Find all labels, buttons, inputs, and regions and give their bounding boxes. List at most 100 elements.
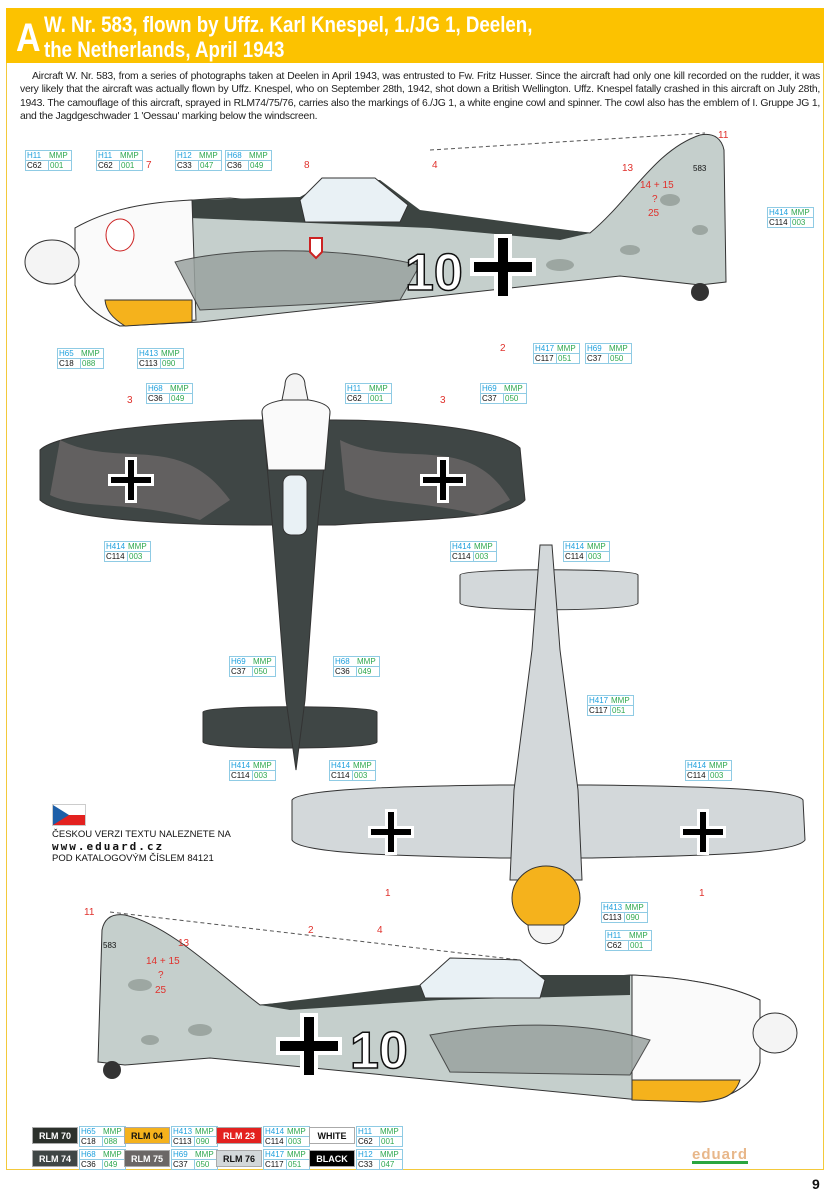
mmp-code: 003 <box>791 217 813 227</box>
eduard-url-link[interactable]: www.eduard.cz <box>52 840 165 853</box>
tail-number: 583 <box>693 164 707 173</box>
hataka-code: H417 <box>265 1150 285 1159</box>
stencil-ref-number: 2 <box>500 343 506 354</box>
callout-row-hataka: H69 MMP <box>481 384 526 393</box>
mmp-code: 088 <box>103 1136 125 1146</box>
stencil-ref-number: 14 + 15 <box>146 956 180 967</box>
mmp-code: 003 <box>353 770 375 780</box>
side-view-left: 10 583 <box>24 132 727 327</box>
czech-flag-icon <box>52 804 86 826</box>
profile-header: A W. Nr. 583, flown by Uffz. Karl Knespe… <box>6 8 824 63</box>
mmp-label: MMP <box>380 1150 399 1159</box>
gunze-code: C114 <box>264 1136 287 1146</box>
mmp-label: MMP <box>195 1150 214 1159</box>
mmp-label: MMP <box>287 1150 306 1159</box>
mmp-label: MMP <box>504 384 523 393</box>
hataka-code: H11 <box>607 931 622 940</box>
mmp-code: 001 <box>369 393 391 403</box>
mmp-code: 047 <box>199 160 221 170</box>
mmp-label: MMP <box>128 542 147 551</box>
mmp-code: 049 <box>170 393 192 403</box>
gunze-code: C114 <box>230 770 253 780</box>
hataka-code: H65 <box>59 349 74 358</box>
hataka-code: H413 <box>603 903 623 912</box>
hataka-code: H414 <box>565 542 585 551</box>
mmp-code: 003 <box>709 770 731 780</box>
gunze-code: C113 <box>172 1136 195 1146</box>
side-view-right: 10 583 <box>97 911 798 1103</box>
hataka-code: H414 <box>687 761 707 770</box>
mmp-label: MMP <box>380 1127 399 1136</box>
mmp-code: 003 <box>253 770 275 780</box>
gunze-code: C36 <box>147 393 170 403</box>
gunze-code: C117 <box>588 705 611 715</box>
stencil-ref-number: 8 <box>304 160 310 171</box>
mmp-code: 001 <box>380 1136 402 1146</box>
mmp-label: MMP <box>287 1127 306 1136</box>
stencil-ref-number: 13 <box>622 163 634 174</box>
hataka-code: H11 <box>98 151 113 160</box>
gunze-code: C114 <box>564 551 587 561</box>
gunze-code: C37 <box>230 666 253 676</box>
hataka-code: H69 <box>482 384 497 393</box>
stencil-ref-number: 14 + 15 <box>640 180 674 191</box>
hataka-code: H417 <box>589 696 609 705</box>
profile-letter: A <box>16 16 41 60</box>
hataka-code: H69 <box>231 657 246 666</box>
hataka-code: H414 <box>265 1127 285 1136</box>
page-number: 9 <box>812 1176 820 1192</box>
mmp-code: 050 <box>253 666 275 676</box>
profile-title: W. Nr. 583, flown by Uffz. Karl Knespel,… <box>44 12 532 62</box>
gunze-code: C18 <box>80 1136 103 1146</box>
mmp-label: MMP <box>709 761 728 770</box>
mmp-code: 090 <box>195 1136 217 1146</box>
color-swatch: RLM 70 <box>32 1127 78 1144</box>
stencil-ref-number: 11 <box>84 907 95 918</box>
mmp-code: 047 <box>380 1159 402 1169</box>
mmp-code: 003 <box>587 551 609 561</box>
mmp-code: 051 <box>287 1159 309 1169</box>
mmp-label: MMP <box>629 931 648 940</box>
gunze-code: C117 <box>534 353 557 363</box>
mmp-label: MMP <box>161 349 180 358</box>
mmp-code: 050 <box>504 393 526 403</box>
color-swatch: RLM 74 <box>32 1150 78 1167</box>
mmp-label: MMP <box>791 208 810 217</box>
stencil-ref-number: 7 <box>146 160 152 171</box>
